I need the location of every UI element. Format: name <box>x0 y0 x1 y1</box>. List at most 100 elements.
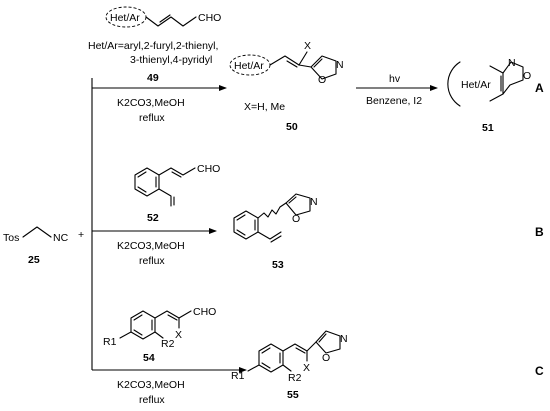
route-a: Het/Ar CHO Het/Ar=aryl,2-furyl,2-thienyl… <box>88 6 544 134</box>
o-atom: O <box>322 352 330 364</box>
n-atom: N <box>508 57 516 69</box>
x-bond <box>298 51 308 66</box>
het-ar-label: Het/Ar <box>461 79 491 91</box>
ring-double-bond <box>261 347 271 354</box>
aldehyde-54: R1 CHO X R2 <box>103 306 216 350</box>
o-atom: O <box>292 213 300 225</box>
vinyl-double-bond <box>270 235 282 243</box>
r1-bond <box>119 331 132 339</box>
benzo-ring <box>489 65 504 102</box>
r2-label: R2 <box>288 372 302 384</box>
oxazole-link-bond <box>298 64 312 68</box>
ring-double-bond <box>236 214 246 221</box>
enal-double-bond <box>159 14 171 23</box>
tosmic-reagent: Tos NC 25 <box>3 226 69 266</box>
het-ar-label: Het/Ar <box>234 60 264 72</box>
product-51: Het/Ar N O <box>447 57 531 107</box>
product-53-number: 53 <box>272 259 284 271</box>
aldehyde-52-number: 52 <box>147 212 159 224</box>
product-50: Het/Ar X N O <box>229 40 344 86</box>
conditions-b-2: reflux <box>139 255 165 267</box>
oxazole-ring <box>315 330 341 354</box>
conditions-b-1: K2CO3,MeOH <box>117 240 185 252</box>
vinyl-chain <box>269 55 300 66</box>
enal-double-bond <box>167 314 178 321</box>
ring-double-bond <box>133 329 143 336</box>
vinyl-chain <box>158 188 172 207</box>
enal-chain <box>145 16 197 27</box>
product-51-number: 51 <box>482 122 494 134</box>
x-label: X <box>303 362 310 374</box>
enal-chain <box>154 310 192 319</box>
oxazole-ring <box>285 193 311 216</box>
r2-bond <box>282 364 292 372</box>
photo-conditions: Benzene, I2 <box>366 95 422 107</box>
vinyl-double-bond <box>286 60 298 68</box>
product-55: R1 X R2 N O <box>231 330 348 384</box>
r1-label: R1 <box>103 336 117 348</box>
ring-double-bond <box>137 171 147 178</box>
oxazole-double-bond <box>288 196 297 204</box>
aldehyde-49: Het/Ar CHO <box>105 6 221 28</box>
cho-label: CHO <box>198 12 221 24</box>
benzene-ring <box>130 310 156 340</box>
r1-bond <box>247 364 260 372</box>
wavy-vinyl-bond <box>257 202 287 219</box>
conditions-a-2: reflux <box>139 112 165 124</box>
oxazole-link-bond <box>306 341 317 352</box>
n-atom: N <box>310 196 318 208</box>
n-atom: N <box>336 59 344 71</box>
oxazole-ring <box>310 55 337 80</box>
ring-double-bond <box>236 229 246 236</box>
x-label: X <box>175 329 182 341</box>
tos-label: Tos <box>3 232 19 244</box>
substituent-line-1: Het/Ar=aryl,2-furyl,2-thienyl, <box>88 40 218 52</box>
benzene-ring <box>134 167 160 197</box>
reagent-number: 25 <box>28 254 40 266</box>
r1-label: R1 <box>231 370 245 382</box>
cho-label: CHO <box>193 306 216 318</box>
route-b: CHO 52 K2CO3,MeOH reflux N O 53 B <box>92 163 544 271</box>
het-ar-label: Het/Ar <box>110 12 140 24</box>
benzene-ring <box>233 210 259 240</box>
ring-double-bond <box>261 362 271 369</box>
route-label-a: A <box>535 81 544 95</box>
enal-chain <box>158 167 196 176</box>
enal-double-bond <box>171 171 182 178</box>
cho-label: CHO <box>197 163 220 175</box>
n-atom: N <box>340 333 348 345</box>
x-label: X <box>304 40 311 52</box>
tosmic-bonds <box>22 226 52 238</box>
route-label-b: B <box>535 225 544 239</box>
conditions-a-1: K2CO3,MeOH <box>117 97 185 109</box>
o-atom: O <box>318 74 326 86</box>
plus-sign: + <box>78 229 84 241</box>
vinyl-chain <box>257 231 282 240</box>
ring-double-bond <box>137 186 147 193</box>
substituent-line-2: 3-thienyl,4-pyridyl <box>130 54 212 66</box>
ring-double-bond <box>133 314 143 321</box>
vinyl-double-bond <box>295 347 306 354</box>
r2-bond <box>154 331 164 339</box>
fused-het-ar-ring-arc <box>447 61 461 107</box>
product-50-number: 50 <box>286 121 298 133</box>
route-c: R1 CHO X R2 54 K2CO3,MeOH reflux R1 X <box>92 306 544 406</box>
nc-label: NC <box>53 232 69 244</box>
oxazole-ring <box>502 61 524 95</box>
light-label: hv <box>389 73 401 85</box>
route-label-c: C <box>535 364 544 378</box>
product-55-number: 55 <box>287 389 299 401</box>
vinyl-chain <box>282 343 308 352</box>
conditions-c-2: reflux <box>139 394 165 406</box>
benzene-ring <box>258 343 284 373</box>
conditions-c-1: K2CO3,MeOH <box>117 379 185 391</box>
aldehyde-54-number: 54 <box>143 352 155 364</box>
product-53: N O <box>233 193 318 243</box>
r2-label: R2 <box>161 338 175 350</box>
o-atom: O <box>523 70 531 82</box>
oxazole-double-bond <box>318 333 327 343</box>
x-definition: X=H, Me <box>244 101 285 113</box>
oxazole-double-bond <box>313 58 323 68</box>
aldehyde-52: CHO <box>134 163 220 207</box>
